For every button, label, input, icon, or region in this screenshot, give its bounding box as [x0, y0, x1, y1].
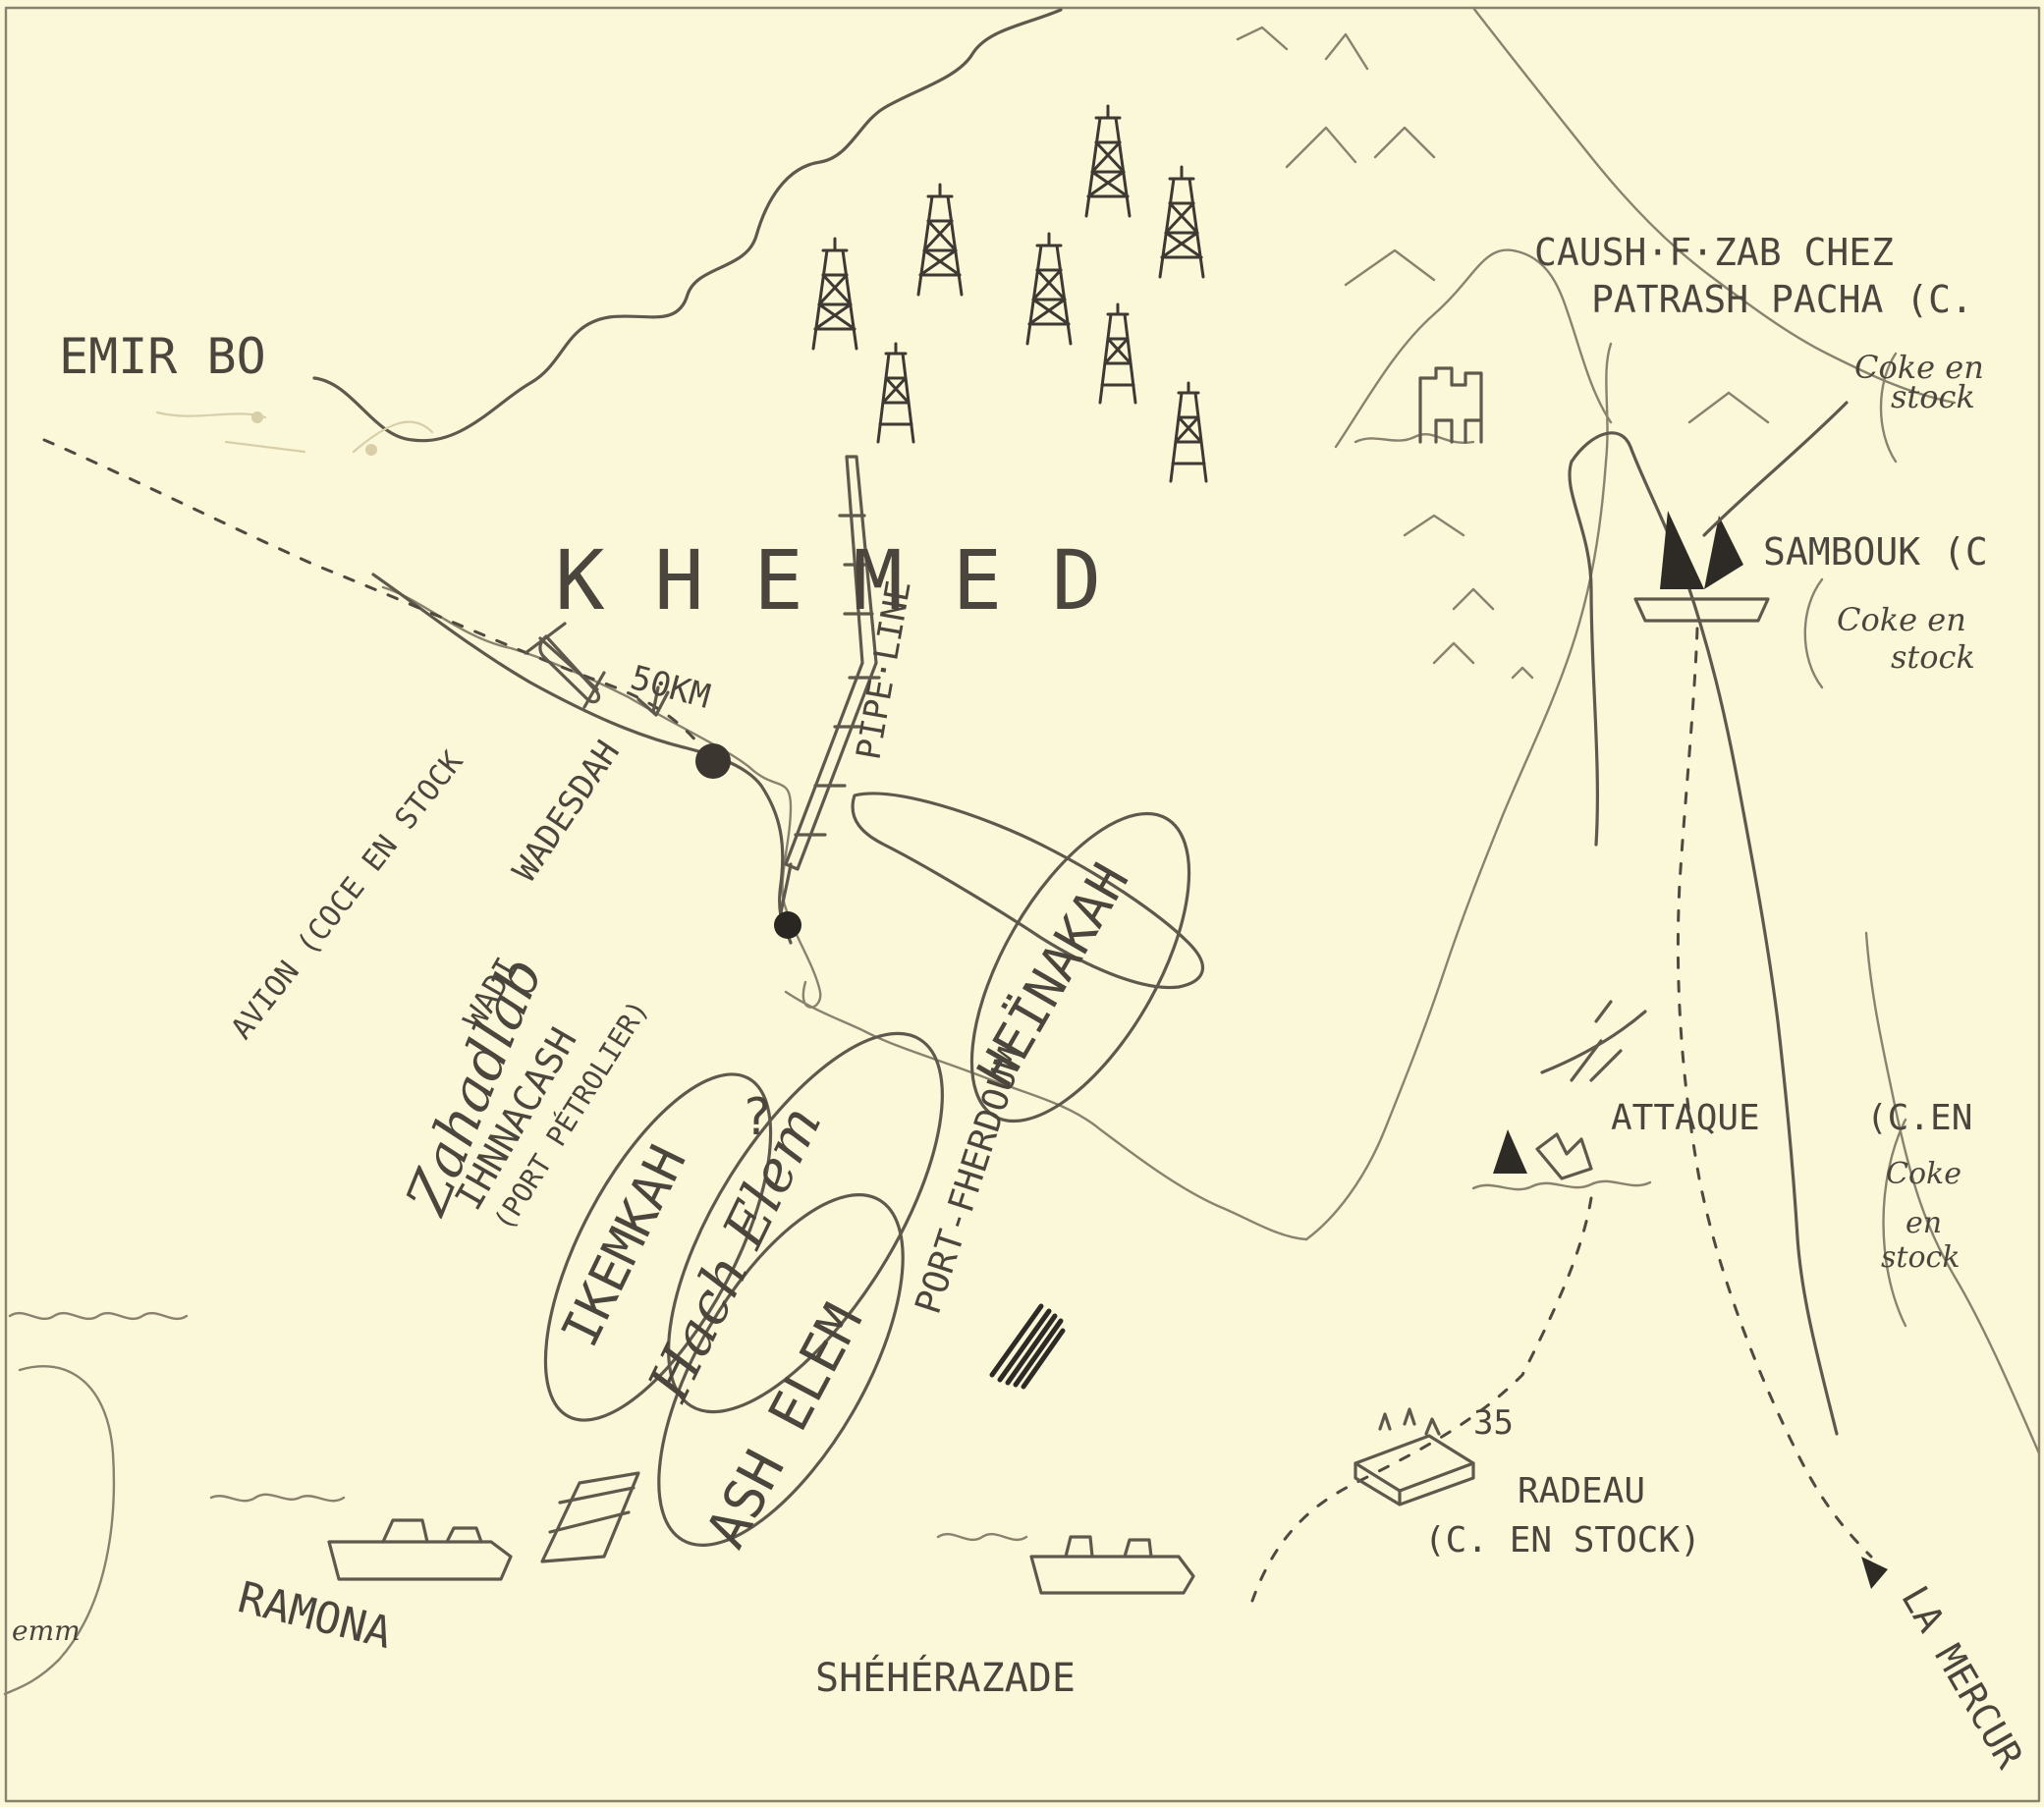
mountain-icon	[1403, 514, 1534, 680]
sheherazade-ship-icon	[1029, 1535, 1195, 1595]
northern-border	[312, 8, 1063, 443]
region-name: K H E M E D	[555, 532, 1101, 629]
mountain-ridge	[1334, 248, 1613, 449]
scribble-mark	[989, 1303, 1066, 1390]
pointer-line	[1702, 401, 1849, 537]
oil-derrick-icon	[1098, 302, 1137, 405]
mountain-icon	[1285, 126, 1436, 169]
route-radeau	[1250, 1196, 1593, 1603]
airplane-icon	[524, 622, 606, 709]
heinakah-oval	[969, 811, 1191, 1123]
castle-icon	[1418, 366, 1483, 444]
sambouk-label: SAMBOUK (C	[1763, 530, 1988, 574]
attaque-coke-label: Coke	[1886, 1157, 1961, 1191]
wave-marks-ramona	[209, 1493, 346, 1503]
lake-outline	[3, 1365, 116, 1696]
small-boat-icon	[540, 1471, 640, 1563]
pipeline	[784, 455, 878, 871]
northeast-border	[1471, 6, 1957, 405]
arrow-down-icon	[1861, 1557, 1888, 1589]
wave-marks-sheherazade	[936, 1532, 1028, 1542]
canoe-icon	[1540, 1000, 1647, 1082]
faint-dot-2	[365, 444, 377, 456]
wave-marks-west	[8, 1311, 189, 1321]
gulf-loop	[851, 792, 1204, 990]
attaque-en-label: en	[1906, 1206, 1942, 1240]
ikemkah-oval	[543, 1072, 773, 1422]
sambouk-boat-icon	[1633, 511, 1770, 623]
radeau-stock-label: (C. EN STOCK)	[1424, 1520, 1701, 1561]
oil-derrick-icon	[1169, 381, 1208, 483]
map-frame	[4, 6, 2041, 1803]
count-35-label: 35	[1473, 1403, 1514, 1443]
faint-region-label: EMIR BO	[59, 328, 266, 385]
sambouk-stock-label: stock	[1891, 638, 1975, 676]
radeau-label: RADEAU	[1518, 1471, 1645, 1511]
peninsula-inner	[1568, 460, 1599, 847]
stock-label: stock	[1891, 378, 1975, 415]
oil-derrick-icon	[1025, 232, 1073, 346]
bracket-mark	[1879, 352, 1898, 464]
route-sambouk	[1676, 627, 1873, 1559]
ramona-ship-icon	[327, 1518, 513, 1581]
coke-en-label: Coke en	[1854, 349, 1984, 386]
bracket-mark	[1882, 1118, 1907, 1328]
oil-derrick-icon	[876, 342, 915, 444]
patrash-label: PATRASH PACHA (C.	[1591, 278, 1973, 321]
faint-dot	[251, 411, 263, 423]
oil-derrick-icon	[811, 237, 858, 351]
sheherazade-label: SHÉHÉRAZADE	[815, 1654, 1076, 1701]
wave-marks-attaque	[1471, 1179, 1652, 1191]
hach-elem-oval	[667, 1031, 944, 1414]
mountain-icon	[1687, 391, 1770, 424]
oil-derrick-icon	[1084, 104, 1132, 218]
attaque-c-en-label: (C.EN	[1866, 1098, 1972, 1138]
eastern-coast	[1304, 342, 1613, 1241]
east-border	[1864, 931, 2041, 1455]
arrow-down-icon	[636, 685, 670, 717]
emm-label: emm	[12, 1615, 81, 1647]
mountain-icon	[1344, 248, 1436, 287]
port-dot	[774, 911, 801, 939]
coast-middle	[784, 990, 1308, 1241]
raft-icon	[1353, 1407, 1475, 1506]
mountain-icon	[1236, 26, 1369, 71]
question-mark: ?	[742, 1088, 772, 1147]
oil-derrick-icon	[916, 183, 964, 297]
coast-west	[381, 585, 822, 1009]
target-dot	[695, 743, 731, 779]
attaque-label: ATTAQUE	[1611, 1098, 1760, 1138]
cauish-label: CAUSH·F·ZAB CHEZ	[1534, 231, 1894, 274]
sambouk-coke-label: Coke en	[1837, 601, 1966, 638]
attaque-stock-label: stock	[1881, 1240, 1961, 1275]
attack-ship-icon	[1493, 1129, 1593, 1180]
route-avion	[42, 438, 714, 763]
oil-derrick-icon	[1158, 165, 1205, 279]
peninsula-outline	[1570, 431, 1839, 1436]
wadi-line	[371, 573, 793, 945]
ash-elem-oval	[657, 1193, 905, 1547]
bracket-mark	[1803, 577, 1824, 689]
